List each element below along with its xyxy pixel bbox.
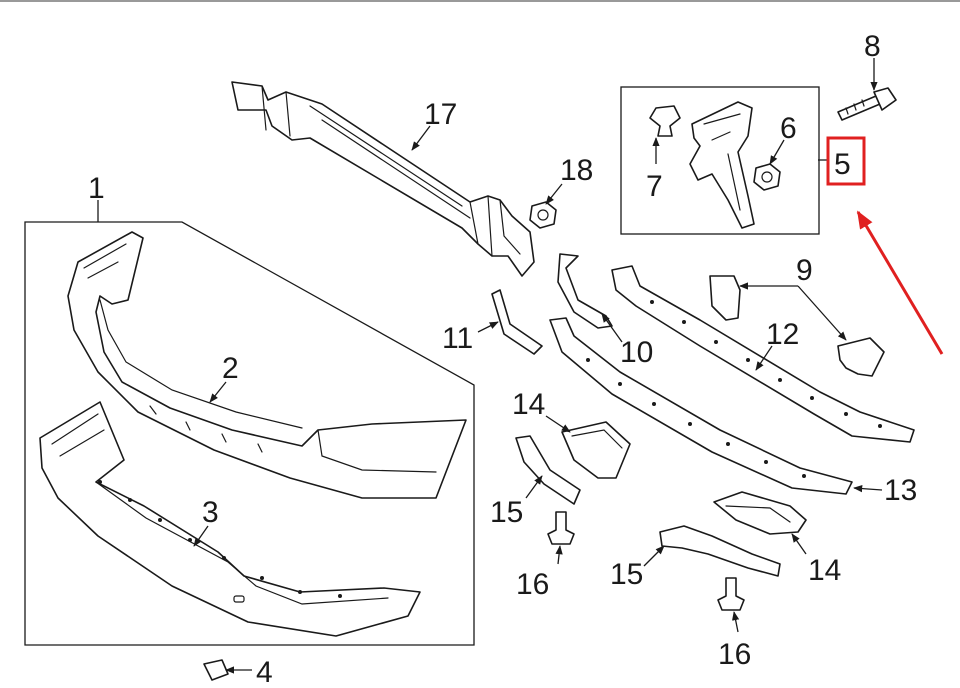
callout-16-lower: 16 [718, 638, 751, 671]
callout-5: 5 [834, 148, 851, 181]
callout-9: 9 [796, 254, 813, 287]
callout-3: 3 [202, 496, 219, 529]
part-9-brackets [709, 275, 885, 377]
callout-6: 6 [780, 112, 797, 145]
callout-12: 12 [766, 318, 799, 351]
red-pointer-arrow [856, 210, 944, 355]
part-8-bolt [837, 87, 897, 121]
part-14-housing-upper [561, 421, 631, 479]
callout-14-lower: 14 [808, 554, 841, 587]
part-15-bracket-lower [659, 525, 781, 577]
callout-1: 1 [88, 172, 105, 205]
callout-4: 4 [256, 656, 273, 688]
leader-lines [97, 58, 883, 674]
part-11-strip [491, 289, 543, 355]
part-18-nut [529, 201, 557, 229]
part-13-retainer [549, 317, 853, 495]
callout-17: 17 [424, 98, 457, 131]
callout-16-upper: 16 [516, 568, 549, 601]
part-3-lower-cover [39, 401, 421, 637]
part-4-cap [203, 659, 229, 681]
part-6-nut [753, 163, 781, 191]
part-12-retainer [611, 265, 915, 443]
callout-15-upper: 15 [490, 496, 523, 529]
part-16-fastener-upper [547, 511, 575, 545]
callout-10: 10 [620, 336, 653, 369]
part-15-bracket-upper [515, 435, 581, 505]
bumper-assembly-frame [24, 221, 475, 646]
part-16-fastener-lower [717, 577, 745, 611]
part-14-housing-lower [713, 491, 807, 535]
part-7-clip [649, 105, 681, 137]
part-17-reinforcement-beam [231, 81, 535, 277]
part-2-bumper-cover [67, 231, 467, 499]
part-5-bracket [689, 101, 755, 229]
callout-14-upper: 14 [512, 388, 545, 421]
callout-11: 11 [442, 322, 473, 355]
part-5-highlight-box [826, 136, 866, 186]
callout-13: 13 [884, 474, 917, 507]
callout-2: 2 [222, 352, 239, 385]
callout-8: 8 [864, 30, 881, 63]
callout-15-lower: 15 [610, 558, 643, 591]
callout-18: 18 [560, 154, 593, 187]
callout-7: 7 [646, 170, 663, 203]
